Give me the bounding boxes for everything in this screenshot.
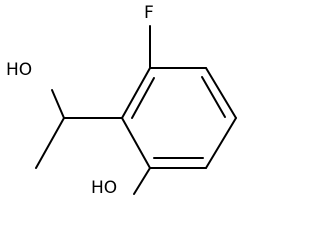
ring-hydroxyl-bond (133, 167, 151, 195)
ring-double-bond-right (201, 76, 226, 118)
ring-double-bond-left (131, 77, 155, 119)
ring-bond-left-lower (121, 117, 151, 169)
molecule-structure: F HO HO (6, 3, 237, 198)
ring-bond-top-left (121, 67, 151, 119)
methyl-bond (35, 117, 65, 169)
ring-hydroxyl-label: HO (91, 178, 117, 198)
hydroxyl-bond (51, 89, 65, 119)
structure-canvas: F HO HO (6, 3, 237, 198)
fluorine-label: F (144, 3, 154, 23)
ring-bond-right-upper (205, 67, 237, 119)
ring-bond-right-lower (205, 117, 237, 169)
side-chain-hydroxyl-label: HO (6, 60, 32, 80)
